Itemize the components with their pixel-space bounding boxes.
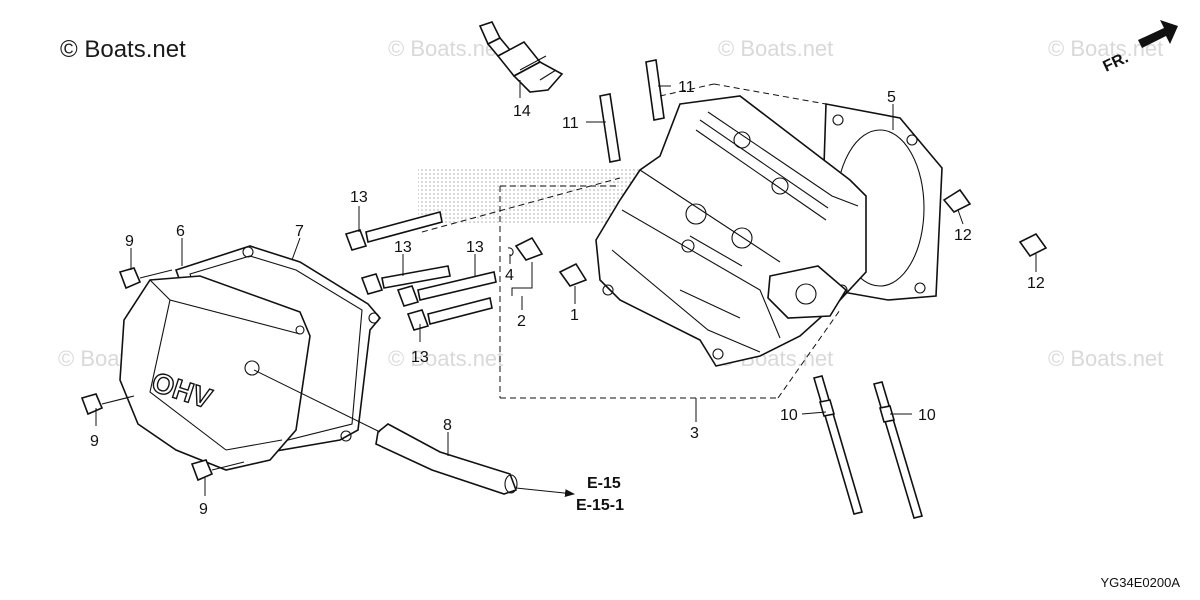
part-9-bolt — [80, 393, 135, 416]
part-13-flange-bolt — [396, 271, 497, 307]
callout-1: 1 — [570, 307, 579, 324]
diagram-code: YG34E0200A — [1100, 575, 1180, 590]
front-direction-marker: FR. — [1101, 20, 1178, 76]
callout-13: 13 — [411, 349, 429, 366]
copyright-notice: © Boats.net — [60, 36, 186, 63]
part-1-valve-guide — [558, 262, 588, 287]
part-10-stud-bolt — [812, 375, 864, 515]
part-11-stud-bolt — [599, 93, 621, 163]
front-direction-label: FR. — [1101, 49, 1132, 75]
callout-9: 9 — [125, 233, 134, 250]
part-12-dowel-pin — [942, 188, 972, 213]
part-13-flange-bolt — [344, 211, 443, 251]
callout-4: 4 — [505, 267, 514, 284]
breather-tube-connector-line — [253, 369, 381, 433]
part-13-flange-bolt — [406, 297, 493, 331]
part-14-spark-plug — [478, 21, 564, 93]
part-9-bolt — [190, 459, 245, 482]
callout-6: 6 — [176, 223, 185, 240]
reference-e15: E-15 — [587, 475, 621, 492]
watermark: © Boats.net — [388, 346, 504, 371]
callout-12: 12 — [1027, 275, 1045, 292]
callout-14: 14 — [513, 103, 531, 120]
part-4-clip — [507, 247, 514, 257]
part-2-valve-guide-set — [514, 236, 544, 261]
part-3-cylinder-head-assembly — [595, 95, 867, 367]
direction-arrow-icon — [1138, 20, 1178, 48]
callout-11: 11 — [678, 79, 695, 96]
callout-7: 7 — [295, 223, 304, 240]
callout-9: 9 — [90, 433, 99, 450]
part-8-breather-tube — [375, 423, 518, 495]
part-12-dowel-pin — [1018, 232, 1048, 258]
callout-13: 13 — [466, 239, 484, 256]
watermark: © Boats.net — [388, 36, 504, 61]
watermark: © Boats.net — [1048, 346, 1164, 371]
callout-5: 5 — [887, 89, 896, 106]
part-11-stud-bolt — [645, 59, 665, 121]
callout-12: 12 — [954, 227, 972, 244]
callout-2: 2 — [517, 313, 526, 330]
leader-lines — [95, 80, 1037, 498]
callout-9: 9 — [199, 501, 208, 518]
callout-8: 8 — [443, 417, 452, 434]
callout-13: 13 — [350, 189, 368, 206]
part-10-stud-bolt — [872, 381, 924, 519]
part-9-bolt — [118, 267, 173, 290]
part-6-valve-cover: OHV — [119, 275, 311, 471]
callout-10: 10 — [780, 407, 798, 424]
assembly-boundary — [421, 83, 841, 399]
callout-3: 3 — [690, 425, 699, 442]
callout-13: 13 — [394, 239, 412, 256]
callout-11: 11 — [562, 115, 579, 132]
callout-10: 10 — [918, 407, 936, 424]
part-13-flange-bolt — [360, 265, 451, 295]
watermark: © Boats.net — [718, 36, 834, 61]
reference-e15-1: E-15-1 — [576, 497, 624, 514]
